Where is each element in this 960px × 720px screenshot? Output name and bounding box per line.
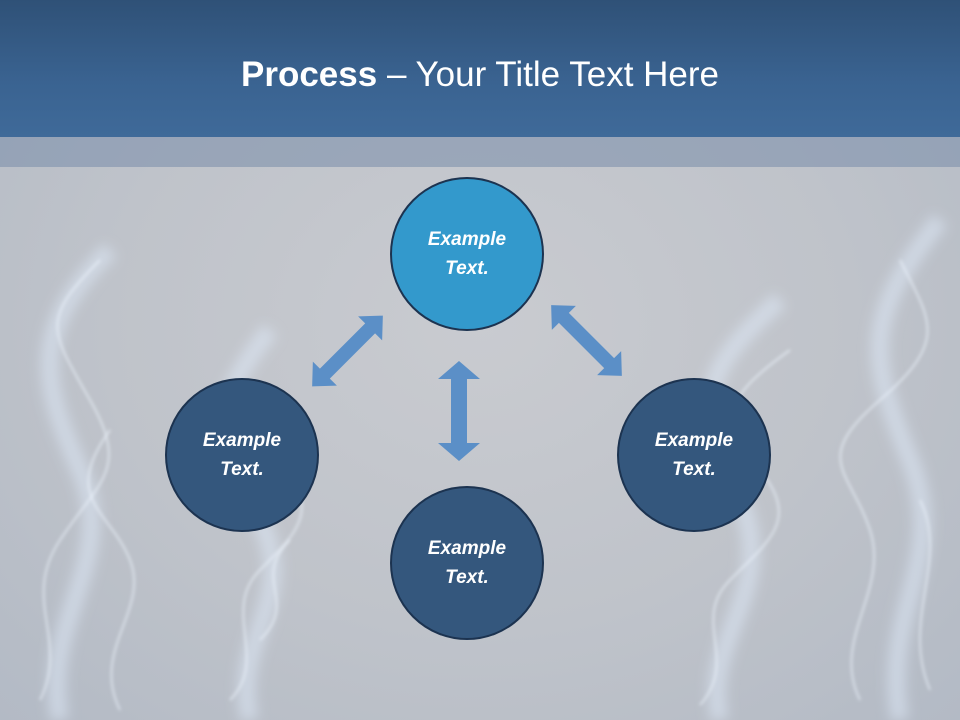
- process-node-bottom[interactable]: Example Text.: [390, 486, 544, 640]
- slide-title-rest: – Your Title Text Here: [377, 55, 719, 94]
- process-node-left-label: Example Text.: [202, 430, 282, 480]
- process-node-right[interactable]: Example Text.: [617, 378, 771, 532]
- title-bar-band: [0, 137, 960, 167]
- double-arrow-right: [551, 305, 622, 376]
- process-node-right-label: Example Text.: [654, 430, 734, 480]
- process-node-left[interactable]: Example Text.: [165, 378, 319, 532]
- double-arrow-vertical: [438, 361, 480, 461]
- slide-title-bold: Process: [241, 55, 378, 94]
- slide-title: Process – Your Title Text Here: [0, 52, 960, 98]
- process-node-top-label: Example Text.: [427, 229, 507, 279]
- double-arrow-left: [312, 315, 383, 387]
- process-node-bottom-label: Example Text.: [427, 538, 507, 588]
- title-bar: [0, 0, 960, 137]
- process-node-top[interactable]: Example Text.: [390, 177, 544, 331]
